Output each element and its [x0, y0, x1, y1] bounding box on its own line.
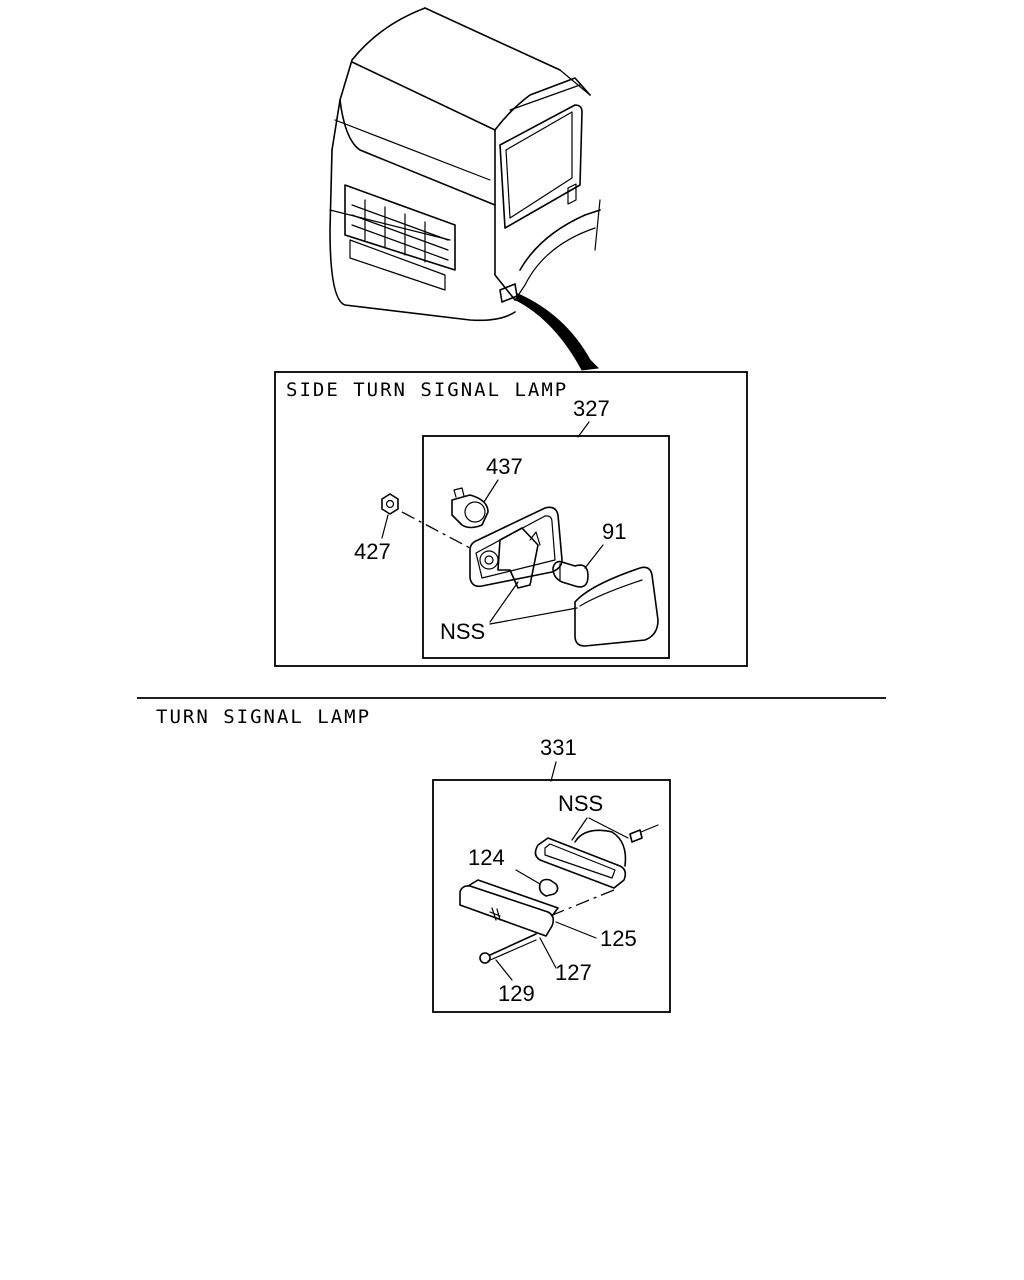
- dashed-alignment-line-front: [549, 889, 615, 917]
- turn-signal-section: TURN SIGNAL LAMP 331 NSS 124: [156, 706, 671, 1013]
- leader-91: [584, 544, 604, 569]
- callout-437: 437: [486, 454, 523, 479]
- leader-327: [577, 421, 590, 438]
- side-assembly-box: [422, 435, 670, 659]
- housing-screw-part: [629, 824, 659, 843]
- leader-nss-side-a: [489, 581, 519, 623]
- side-turn-signal-section: SIDE TURN SIGNAL LAMP 327 437 427: [274, 371, 748, 667]
- side-section-title: SIDE TURN SIGNAL LAMP: [286, 379, 568, 401]
- callout-129: 129: [498, 981, 535, 1006]
- leader-437: [483, 479, 499, 503]
- front-section-title: TURN SIGNAL LAMP: [156, 706, 371, 728]
- callout-331: 331: [540, 735, 577, 760]
- callout-427: 427: [354, 539, 391, 564]
- leader-125: [555, 921, 597, 939]
- leader-331: [550, 761, 557, 782]
- nut-part: [381, 493, 399, 515]
- callout-nss-front: NSS: [558, 791, 603, 816]
- leader-427: [381, 514, 389, 539]
- callout-125: 125: [600, 926, 637, 951]
- small-bulb-part: [538, 878, 559, 897]
- leader-127: [539, 937, 557, 969]
- lamp-lens-part: [574, 566, 659, 647]
- leader-nss-side-b: [489, 607, 578, 625]
- leader-nss-front-b: [588, 817, 629, 839]
- leader-129: [495, 959, 513, 981]
- turn-lamp-housing-part: [534, 829, 627, 889]
- lamp-housing-part: [469, 506, 563, 589]
- front-assembly-box: [432, 779, 671, 1013]
- side-section-frame: [274, 371, 748, 667]
- callout-91: 91: [602, 519, 626, 544]
- callout-127: 127: [555, 960, 592, 985]
- turn-lamp-lens-part: [459, 879, 559, 937]
- truck-cab-illustration: [329, 7, 601, 371]
- dashed-alignment-line: [401, 511, 471, 549]
- leader-nss-front-a: [571, 817, 588, 841]
- callout-327: 327: [573, 396, 610, 421]
- bulb-part: [552, 560, 589, 588]
- callout-124: 124: [468, 845, 505, 870]
- callout-nss-side: NSS: [440, 619, 485, 644]
- leader-124: [515, 869, 541, 885]
- bulb-socket-part: [451, 487, 489, 529]
- lens-screw-part: [479, 933, 537, 964]
